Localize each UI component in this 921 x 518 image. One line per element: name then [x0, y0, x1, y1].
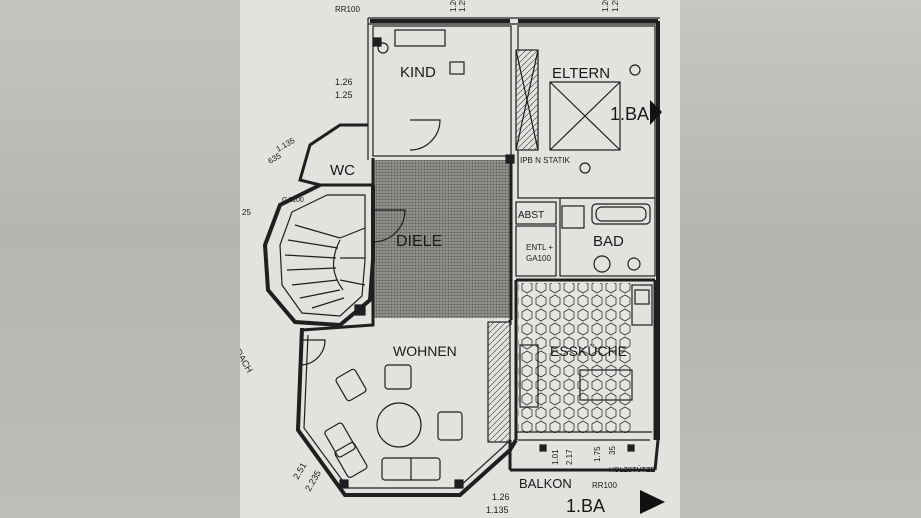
label-holzstuetze: HOLZSTÜTZE — [609, 466, 655, 474]
section-arrow-bottom — [640, 490, 665, 514]
dim-balkon-b: 2.17 — [565, 449, 574, 465]
label-dach: DACH — [240, 347, 255, 374]
room-label-eltern: ELTERN — [552, 65, 610, 82]
room-label-wc: WC — [330, 162, 355, 179]
dim-balkon-a: 1.01 — [551, 449, 560, 465]
dim-kind-b: 1.25 — [335, 90, 353, 100]
room-label-diele: DIELE — [396, 233, 442, 250]
room-label-wohnen: WOHNEN — [393, 343, 457, 359]
label-ipb-statik: IPB N STATIK — [520, 156, 571, 165]
room-label-esskueche: ESSKÜCHE — [550, 342, 627, 359]
dim-kind-a: 1.26 — [335, 77, 353, 87]
blurred-background-left — [0, 0, 240, 518]
label-ga100-stair: GA100 — [282, 197, 304, 204]
dim-balkon-c: 1.75 — [593, 446, 602, 462]
dim-bottom-a: 1.26 — [492, 492, 510, 502]
dim-left-a: 25 — [242, 208, 251, 217]
diele-floor — [373, 160, 511, 318]
room-label-kind: KIND — [400, 64, 436, 81]
dim-bottom-b: 1.135 — [486, 505, 509, 515]
dim-balkon-d: 35 — [608, 446, 617, 455]
dim-top-d: 1.25 — [611, 0, 620, 12]
dim-wohnen-a: 2.51 — [291, 461, 308, 481]
section-arrow-right — [650, 100, 662, 125]
floor-plan-drawing: KIND ELTERN WC DIELE BAD ABST ENTL + GA1… — [240, 0, 665, 516]
section-label-bottom: 1.BA — [566, 496, 605, 516]
label-rr100-top: RR100 — [335, 5, 360, 14]
esskueche-floor — [518, 283, 633, 433]
blurred-background-right — [680, 0, 921, 518]
room-label-entl: ENTL + — [526, 243, 553, 252]
floor-plan: KIND ELTERN WC DIELE BAD ABST ENTL + GA1… — [240, 0, 680, 518]
dim-wc-b: 635 — [267, 151, 284, 166]
room-label-entl-code: GA100 — [526, 254, 551, 263]
dim-top-b: 1.25 — [458, 0, 467, 12]
dim-top-c: 1.26 — [601, 0, 610, 12]
dim-top-a: 1.26 — [449, 0, 458, 12]
section-label-right: 1.BA — [610, 104, 649, 124]
label-rr100-bottom: RR100 — [592, 481, 617, 490]
room-label-balkon: BALKON — [519, 476, 572, 491]
room-label-bad: BAD — [593, 233, 624, 250]
dim-wohnen-b: 2.235 — [303, 468, 323, 493]
room-label-abst: ABST — [518, 210, 544, 221]
